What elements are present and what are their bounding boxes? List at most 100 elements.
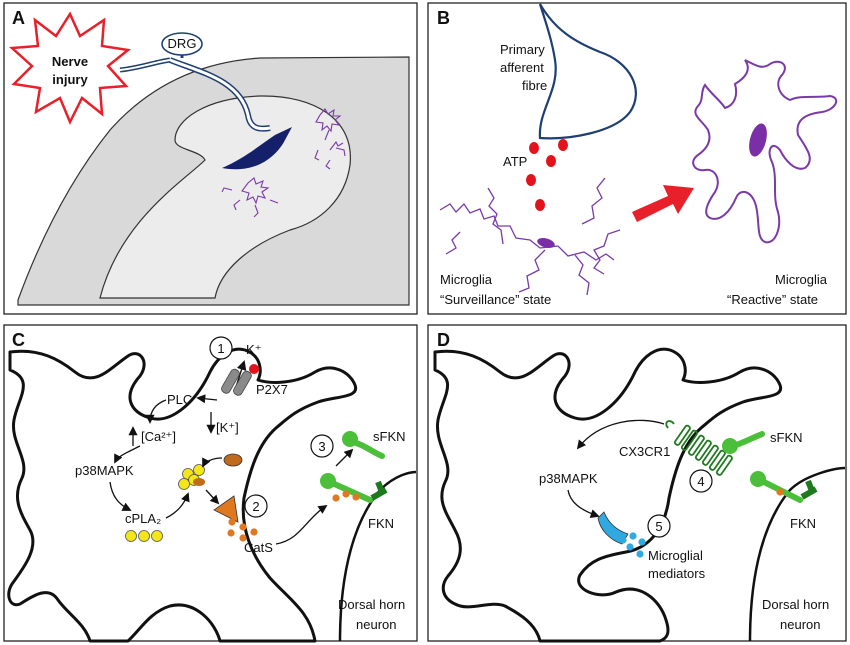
arrow-p38-to-release [567, 489, 600, 519]
nerve-injury-starburst [8, 11, 132, 126]
step3-circle [310, 434, 334, 458]
k-in-label: [K⁺] [216, 420, 239, 435]
atp-bound-dot [249, 364, 259, 374]
atp-dot-4 [526, 174, 536, 186]
atp-dot-3 [546, 155, 556, 167]
microglia-membrane-d [433, 347, 783, 643]
fibre-label-line2: afferent [500, 60, 544, 75]
surveillance-label-line1: Microglia [440, 272, 493, 287]
cats-vesicle [223, 453, 243, 467]
membrane-fkn-d [750, 471, 818, 503]
atp-label: ATP [503, 154, 527, 169]
panel-c-letter: C [12, 330, 25, 350]
nerve-injury-line1: Nerve [52, 54, 88, 69]
cats-dots-near-fkn [332, 490, 360, 502]
ca-label: [Ca²⁺] [141, 429, 176, 444]
reactive-label-line2: “Reactive” state [727, 292, 818, 307]
atp-dot-2 [558, 139, 568, 151]
dorsal-horn-neuron-silhouette [222, 127, 292, 170]
p2x7-subunit-2 [233, 370, 252, 396]
cats-lysosome-c [193, 478, 205, 486]
microglia-small-2 [221, 177, 279, 218]
arrow-p2x7-to-plc [196, 394, 218, 404]
drg-nerve-fibre-inner [169, 58, 271, 131]
fkn-label-c: FKN [368, 516, 394, 531]
cats-dots-c [227, 518, 258, 542]
cpla2-label: cPLA₂ [125, 511, 161, 526]
p38-label-d: p38MAPK [539, 471, 598, 486]
reactive-nucleus [749, 123, 767, 157]
panel-d: D Dorsal horn neuron CX3CR1 sFKN 4 p38MA… [427, 324, 847, 643]
p2x7-subunit-1 [221, 368, 240, 394]
step3-label: 3 [318, 439, 325, 454]
neuron-label-d-line2: neuron [780, 617, 820, 632]
arrow-p38-to-cpla2 [109, 481, 132, 511]
step1-circle [209, 336, 233, 360]
cx3cr1-receptor [665, 420, 733, 476]
cats-release-site [213, 495, 239, 523]
activation-arrow [632, 185, 694, 222]
panel-c-frame [3, 324, 418, 642]
arrow-vesicle-to-membrane [205, 489, 220, 505]
panel-b-letter: B [437, 8, 450, 28]
primary-afferent-terminal [538, 3, 637, 140]
neuron-label-c-line2: neuron [356, 617, 396, 632]
reactive-label-line1: Microglia [775, 272, 828, 287]
cats-label: CatS [244, 540, 273, 555]
mediator-release-site [597, 511, 629, 545]
fibre-label-line1: Primary [500, 42, 545, 57]
step4-circle [689, 469, 713, 493]
arrow-vesicle-return [202, 457, 223, 468]
step5-label: 5 [655, 519, 662, 534]
sfkn-label-d: sFKN [770, 430, 803, 445]
panel-c: C Dorsal horn neuron 1 K⁺ P2X7 PLC [K⁺] … [3, 324, 418, 643]
microglia-membrane-c [7, 347, 358, 643]
panel-a: A DRG Nerve injury [3, 2, 418, 315]
arrow-plc-to-ca [145, 399, 167, 424]
p2x7-label: P2X7 [256, 382, 288, 397]
k-out-label: K⁺ [246, 342, 262, 357]
plc-label: PLC [167, 392, 192, 407]
dorsal-horn-neuron-membrane-d [748, 466, 846, 642]
arrow-cx3cr1-to-p38 [576, 419, 665, 450]
panel-d-frame [427, 324, 847, 642]
panel-b-frame [427, 2, 847, 315]
step1-label: 1 [217, 341, 224, 356]
soluble-fkn-c [342, 431, 385, 459]
microglia-small-1 [314, 108, 346, 170]
step5-circle [647, 514, 671, 538]
reactive-microglia [692, 59, 838, 244]
nerve-injury-line2: injury [52, 72, 88, 87]
step2-label: 2 [252, 499, 259, 514]
surveillance-label-line2: “Surveillance” state [440, 292, 551, 307]
step4-label: 4 [697, 474, 704, 489]
surveillance-microglia [439, 177, 621, 296]
atp-dot-1 [529, 142, 539, 154]
cpla2-vesicles [125, 530, 163, 542]
arrow-ca-to-p38 [114, 445, 141, 464]
arrow-cpla2-to-vesicles [165, 492, 190, 519]
neuron-label-d-line1: Dorsal horn [762, 597, 829, 612]
lysosome-vesicle-cluster [178, 464, 205, 490]
sfkn-label-c: sFKN [373, 429, 406, 444]
drg-label: DRG [168, 36, 197, 51]
p38-label-c: p38MAPK [75, 463, 134, 478]
panel-a-letter: A [12, 8, 25, 28]
dorsal-horn-region [99, 95, 351, 299]
arrow-cats-to-fkn [275, 504, 328, 545]
mediators-label-line1: Microglial [648, 548, 703, 563]
neuron-label-c-line1: Dorsal horn [338, 597, 405, 612]
fibre-label-line3: fibre [522, 78, 547, 93]
fkn-label-d: FKN [790, 516, 816, 531]
soluble-fkn-bound-d [722, 431, 765, 454]
mediators-label-line2: mediators [648, 566, 706, 581]
step2-circle [244, 494, 268, 518]
surveillance-nucleus [537, 238, 555, 248]
cx3cr1-label: CX3CR1 [619, 444, 670, 459]
mediator-dots [619, 532, 646, 558]
peripheral-nerve-inner [119, 59, 171, 71]
panel-b: B Primary afferent fibre ATP Microglia “… [427, 2, 847, 315]
drg-body [161, 32, 203, 56]
arrow-fkn-cleavage [335, 448, 354, 467]
